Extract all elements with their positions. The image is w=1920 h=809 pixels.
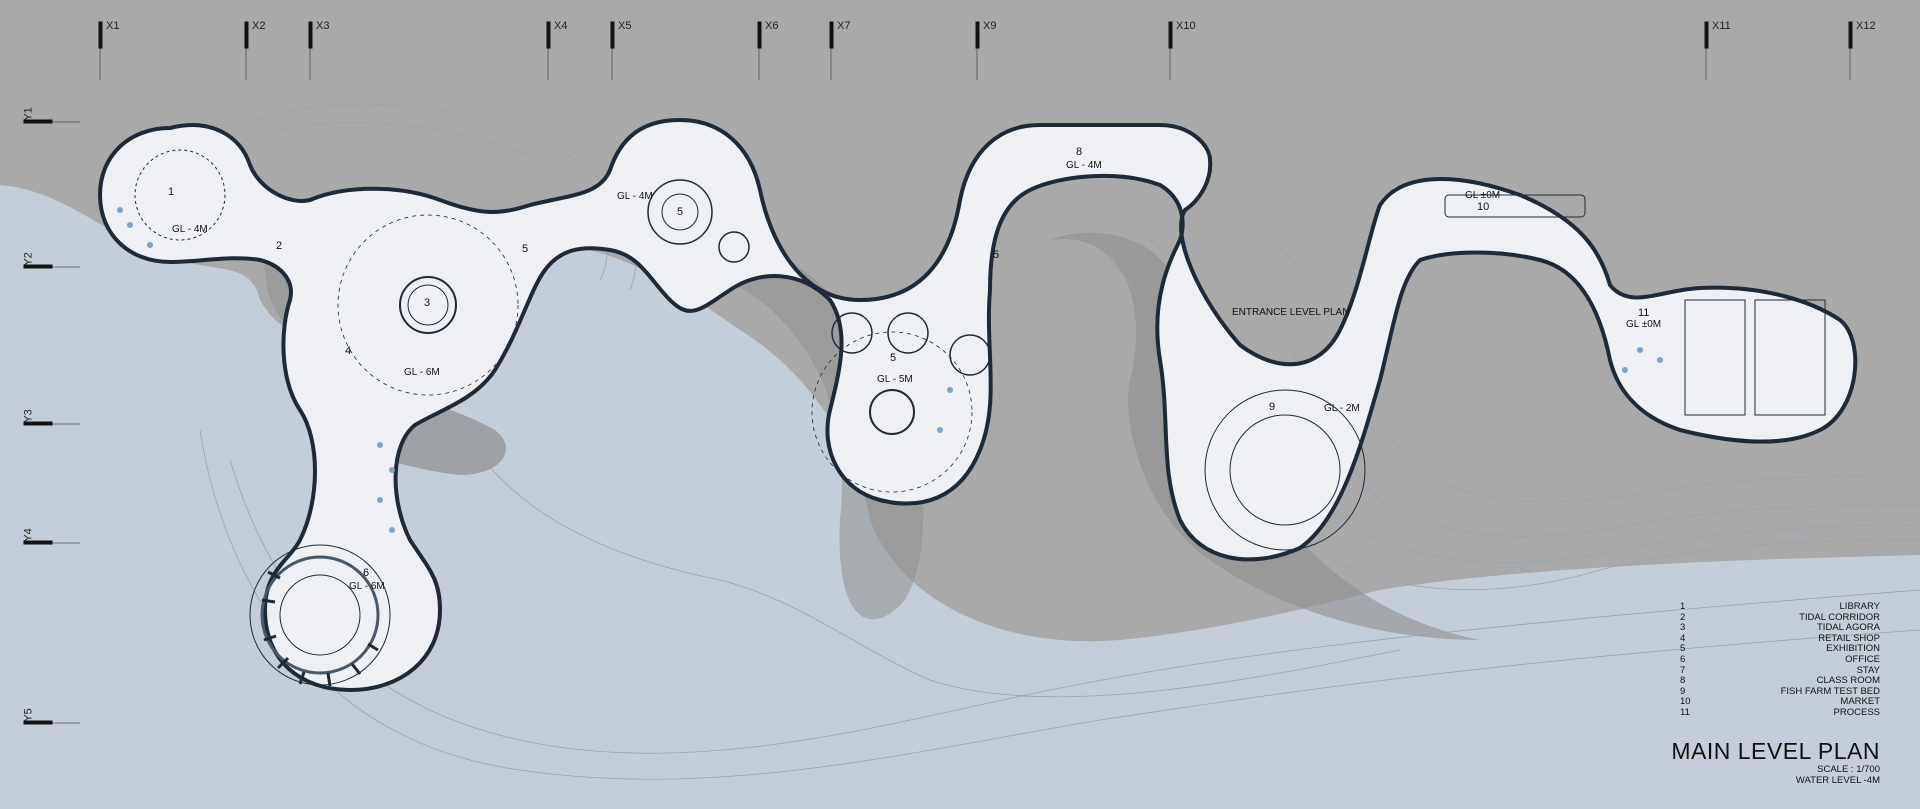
- grid-label-x3: X3: [316, 20, 330, 32]
- entrance-level-plan-label: ENTRANCE LEVEL PLAN: [1232, 307, 1350, 318]
- legend-num: 6: [1680, 653, 1686, 665]
- legend-row: 2 TIDAL CORRIDOR: [1680, 611, 1880, 624]
- space-level-agora: GL - 6M: [404, 367, 440, 378]
- space-level-exhibition-b: GL - 5M: [877, 374, 913, 385]
- space-num-market: 10: [1477, 201, 1490, 213]
- space-num-office: 6: [363, 567, 370, 579]
- legend-name: RETAIL SHOP: [1818, 632, 1880, 644]
- legend-row: 4 RETAIL SHOP: [1680, 632, 1880, 645]
- legend-num: 11: [1680, 706, 1690, 718]
- space-num-agora: 3: [424, 297, 431, 309]
- grid-label-x10: X10: [1176, 20, 1196, 32]
- grid-label-y2: Y2: [22, 252, 35, 266]
- legend-row: 10 MARKET: [1680, 697, 1880, 708]
- plan-title: MAIN LEVEL PLAN: [1671, 738, 1880, 764]
- legend-name: EXHIBITION: [1826, 643, 1880, 655]
- space-level-fish-farm: GL - 2M: [1324, 403, 1360, 414]
- legend-num: 7: [1680, 664, 1686, 676]
- legend-name: TIDAL AGORA: [1817, 622, 1880, 634]
- space-num-exhibition-1: 5: [522, 243, 529, 255]
- space-num-fish-farm: 9: [1269, 401, 1276, 413]
- space-level-market: GL ±0M: [1465, 190, 1501, 201]
- grid-label-x6: X6: [765, 20, 779, 32]
- title-block: MAIN LEVEL PLAN SCALE : 1/700 WATER LEVE…: [1671, 738, 1880, 786]
- legend-row: 5 EXHIBITION: [1680, 644, 1880, 655]
- space-num-exhibition-2: 5: [993, 249, 1000, 261]
- scale-text: SCALE : 1/700: [1817, 764, 1880, 775]
- grid-label-y1: Y1: [22, 107, 35, 121]
- furniture-accents: [117, 207, 1663, 533]
- legend-row: 1 LIBRARY: [1680, 601, 1880, 613]
- space-num-library: 1: [168, 186, 175, 198]
- grid-label-x9: X9: [983, 20, 997, 32]
- space-level-classroom: GL - 4M: [1066, 160, 1102, 171]
- space-num-corridor: 2: [276, 240, 283, 252]
- grid-label-y5: Y5: [22, 708, 35, 722]
- grid-label-y3: Y3: [22, 409, 35, 423]
- space-level-exhibition-a: GL - 4M: [617, 191, 653, 202]
- space-num-process: 11: [1638, 307, 1650, 319]
- grid-markers: [23, 21, 1853, 725]
- legend-num: 8: [1680, 675, 1686, 687]
- legend-row: 6 OFFICE: [1680, 653, 1880, 666]
- legend-row: 11 PROCESS: [1680, 706, 1880, 719]
- legend-num: 5: [1680, 643, 1686, 655]
- legend-num: 1: [1680, 601, 1686, 612]
- legend-name: STAY: [1856, 664, 1880, 676]
- grid-label-x12: X12: [1856, 20, 1876, 32]
- space-num-exhibition-a: 5: [677, 206, 684, 218]
- legend-name: TIDAL CORRIDOR: [1799, 611, 1880, 623]
- legend-row: 3 TIDAL AGORA: [1680, 623, 1880, 634]
- legend-row: 9 FISH FARM TEST BED: [1680, 685, 1880, 698]
- grid-label-x1: X1: [106, 20, 120, 32]
- legend-name: LIBRARY: [1839, 601, 1880, 612]
- legend-name: MARKET: [1840, 696, 1880, 708]
- legend-num: 3: [1680, 622, 1686, 634]
- legend-name: FISH FARM TEST BED: [1780, 685, 1880, 697]
- grid-label-x7: X7: [837, 20, 851, 32]
- legend-row: 8 CLASS ROOM: [1680, 676, 1880, 687]
- grid-label-x11: X11: [1712, 20, 1731, 32]
- legend-row: 7 STAY: [1680, 664, 1880, 677]
- legend-num: 4: [1680, 632, 1686, 644]
- office-partitions: [261, 570, 379, 687]
- grid-label-x4: X4: [554, 20, 568, 32]
- water-level-text: WATER LEVEL -4M: [1795, 775, 1880, 786]
- space-num-shop: 4: [345, 345, 352, 357]
- space-num-classroom: 8: [1076, 146, 1083, 158]
- legend-num: 2: [1680, 611, 1686, 623]
- space-num-exhibition-b: 5: [890, 352, 897, 364]
- legend-name: CLASS ROOM: [1816, 675, 1880, 687]
- interior-elements: [134, 149, 1826, 686]
- legend-num: 9: [1680, 685, 1686, 697]
- grid-label-x2: X2: [252, 20, 266, 32]
- building-floor-plate: [98, 118, 1858, 692]
- legend-num: 10: [1680, 696, 1691, 708]
- legend-name: PROCESS: [1833, 706, 1880, 718]
- space-level-office: GL - 6M: [349, 581, 385, 592]
- grid-label-y4: Y4: [22, 528, 35, 542]
- space-level-process: GL ±0M: [1626, 319, 1662, 330]
- shadow-patch: [580, 232, 924, 620]
- grid-label-x5: X5: [618, 20, 632, 32]
- space-level-library: GL - 4M: [172, 224, 208, 235]
- legend: 1 LIBRARY 2 TIDAL CORRIDOR 3 TIDAL AGORA 4 R…: [1680, 601, 1880, 719]
- legend-name: OFFICE: [1845, 653, 1880, 665]
